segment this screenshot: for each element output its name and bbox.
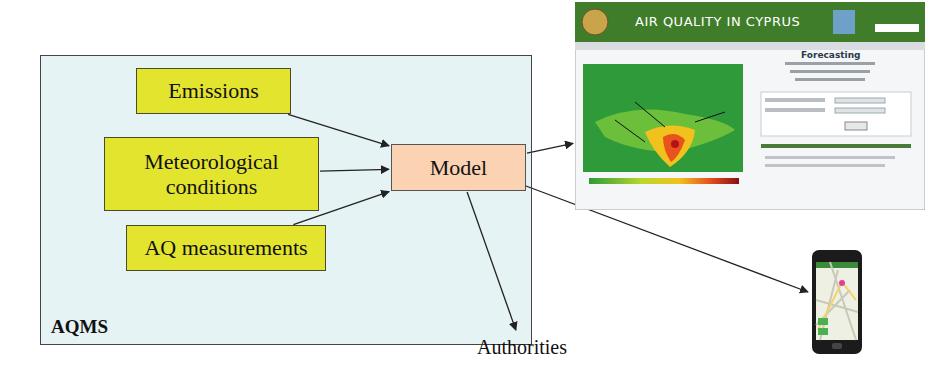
output-name: Authorities	[477, 336, 567, 359]
website-picture	[575, 2, 925, 210]
box-label: AQ measurements	[144, 235, 307, 260]
input-box: AQ measurements	[126, 225, 326, 271]
site-heading: Forecasting	[801, 50, 861, 60]
box-label: Model	[430, 155, 487, 180]
output-label: Authorities	[462, 332, 582, 363]
system-frame: AQMS EmissionsMeteorological conditionsAQ…	[40, 55, 532, 345]
box-label: Meteorological conditions	[114, 149, 309, 200]
website-screenshot: AIR QUALITY IN CYPRUS Forecasting	[575, 2, 925, 210]
system-name: AQMS	[51, 316, 108, 338]
flow-arrow	[467, 192, 516, 330]
model-box: Model	[391, 144, 526, 191]
flow-arrow	[320, 169, 389, 171]
input-box: Emissions	[136, 68, 291, 114]
input-box: Meteorological conditions	[104, 137, 319, 211]
site-title: AIR QUALITY IN CYPRUS	[635, 14, 800, 29]
phone-illustration	[812, 250, 862, 354]
flow-arrow	[527, 143, 573, 153]
box-label: Emissions	[168, 78, 258, 103]
